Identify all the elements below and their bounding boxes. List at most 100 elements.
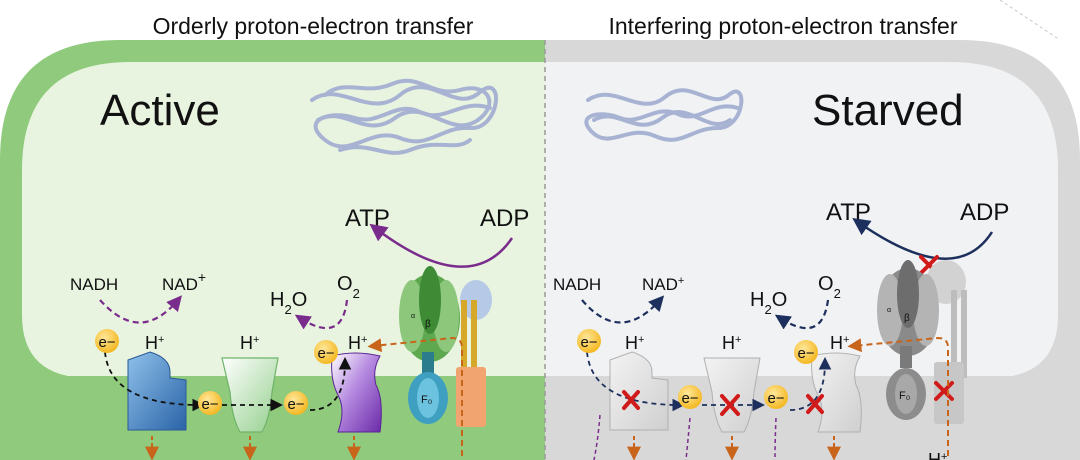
left-complex-i-icon	[127, 351, 187, 431]
right-nad-label: NAD+	[642, 275, 684, 294]
right-electron-2: e−	[678, 385, 702, 409]
right-heading: Interfering proton-electron transfer	[608, 13, 957, 39]
left-heading: Orderly proton-electron transfer	[153, 13, 474, 39]
left-alpha-label: α	[411, 313, 415, 320]
right-e-path-1	[586, 351, 686, 412]
left-h2o-o: O	[292, 289, 308, 311]
right-e-path-3	[789, 356, 832, 411]
left-o2-o: O	[337, 273, 353, 295]
right-hplus-1-sup: +	[638, 334, 644, 346]
left-hplus-2-sup: +	[253, 334, 259, 346]
right-leak-line-1	[593, 414, 601, 460]
left-h2o-label: H2O	[270, 289, 307, 317]
left-h2o-sub: 2	[284, 302, 291, 317]
left-nad-base: NAD	[162, 275, 198, 294]
right-hplus-2-sup: +	[735, 334, 741, 346]
left-electron-3-label: e−	[287, 396, 304, 413]
right-electron-2-label: e−	[681, 390, 698, 407]
left-nadh-label: NADH	[70, 275, 118, 294]
left-o2-arrow	[294, 299, 349, 330]
right-hplus-1-base: H	[625, 333, 638, 353]
left-panel: Orderly proton-electron transfer Active …	[0, 13, 545, 460]
right-block-icon-3	[806, 394, 824, 414]
right-state-label: Starved	[812, 86, 964, 135]
right-hplus-4-sup: +	[941, 451, 947, 460]
dna-tangle-icon	[310, 78, 498, 155]
right-hplus-3-base: H	[830, 333, 843, 353]
right-block-icon-2	[720, 394, 740, 416]
left-adp-label: ADP	[480, 205, 529, 232]
left-hplus-3-base: H	[348, 333, 361, 353]
left-hplus-1-base: H	[145, 333, 158, 353]
right-nad-base: NAD	[642, 275, 678, 294]
right-leak-line-3	[774, 417, 777, 460]
left-hplus-1: H+	[145, 333, 164, 353]
right-nadh-label: NADH	[553, 275, 601, 294]
right-electron-4-label: e−	[797, 345, 814, 362]
right-nad-sup: +	[678, 275, 684, 287]
right-electron-1: e−	[577, 329, 601, 353]
right-electron-4: e−	[794, 340, 818, 364]
left-atp-label: ATP	[345, 205, 390, 232]
left-electron-2: e−	[198, 391, 222, 415]
left-hplus-2-base: H	[240, 333, 253, 353]
right-f0-label: F₀	[899, 390, 910, 402]
right-o2-arrow	[774, 299, 830, 330]
right-hplus-3: H+	[830, 333, 849, 353]
right-hplus-2: H+	[722, 333, 741, 353]
left-beta-label: β	[425, 319, 431, 330]
right-electron-3-label: e−	[767, 390, 784, 407]
right-panel: Interfering proton-electron transfer Sta…	[544, 0, 1080, 460]
corner-guide	[999, 0, 1061, 41]
left-h2o-h: H	[270, 289, 284, 311]
left-nadh-arrow	[99, 295, 182, 324]
right-h2o-sub: 2	[764, 302, 771, 317]
left-e-path-1	[104, 351, 206, 412]
right-h2o-o: O	[772, 289, 788, 311]
right-block-icon-1	[622, 390, 640, 410]
left-state-label: Active	[100, 86, 220, 135]
left-electron-4: e−	[314, 340, 338, 364]
right-beta-label: β	[904, 313, 910, 324]
right-electron-1-label: e−	[580, 334, 597, 351]
left-hplus-3-sup: +	[361, 334, 367, 346]
right-dna-tangle-icon	[584, 88, 744, 142]
right-atp-label: ATP	[826, 199, 871, 226]
left-hplus-3: H+	[348, 333, 367, 353]
left-nad-label: NAD+	[162, 269, 206, 294]
right-hplus-3-sup: +	[843, 334, 849, 346]
left-electron-2-label: e−	[201, 396, 218, 413]
right-hplus-2-base: H	[722, 333, 735, 353]
right-o2-sub: 2	[834, 286, 841, 301]
left-electron-1: e−	[95, 329, 119, 353]
right-alpha-label: α	[887, 307, 891, 314]
right-electron-3: e−	[764, 385, 788, 409]
left-atp-synthase-icon: β α F₀	[399, 266, 492, 427]
left-o2-label: O2	[337, 273, 360, 301]
left-e-path-3	[309, 356, 352, 411]
left-f0-label: F₀	[421, 394, 432, 406]
right-h2o-h: H	[750, 289, 764, 311]
right-leak-line-2	[685, 417, 691, 460]
left-o2-sub: 2	[353, 286, 360, 301]
right-hplus-1: H+	[625, 333, 644, 353]
right-o2-label: O2	[818, 273, 841, 301]
right-h2o-label: H2O	[750, 289, 787, 317]
left-electron-3: e−	[284, 391, 308, 415]
left-electron-4-label: e−	[317, 345, 334, 362]
right-synthase-block-icon	[934, 381, 954, 401]
right-hplus-4: H+	[928, 450, 947, 460]
right-atp-arrow	[852, 217, 994, 260]
right-o2-o: O	[818, 273, 834, 295]
left-hplus-2: H+	[240, 333, 259, 353]
right-adp-label: ADP	[960, 199, 1009, 226]
right-atp-synthase-icon: β α F₀	[877, 260, 967, 424]
left-atp-arrow	[369, 223, 514, 268]
left-hplus-1-sup: +	[158, 334, 164, 346]
right-nadh-arrow	[581, 295, 665, 324]
left-nad-sup: +	[198, 269, 206, 285]
right-hplus-4-base: H	[928, 450, 941, 460]
left-electron-1-label: e−	[98, 334, 115, 351]
right-proton-flow-arrow	[847, 336, 949, 456]
